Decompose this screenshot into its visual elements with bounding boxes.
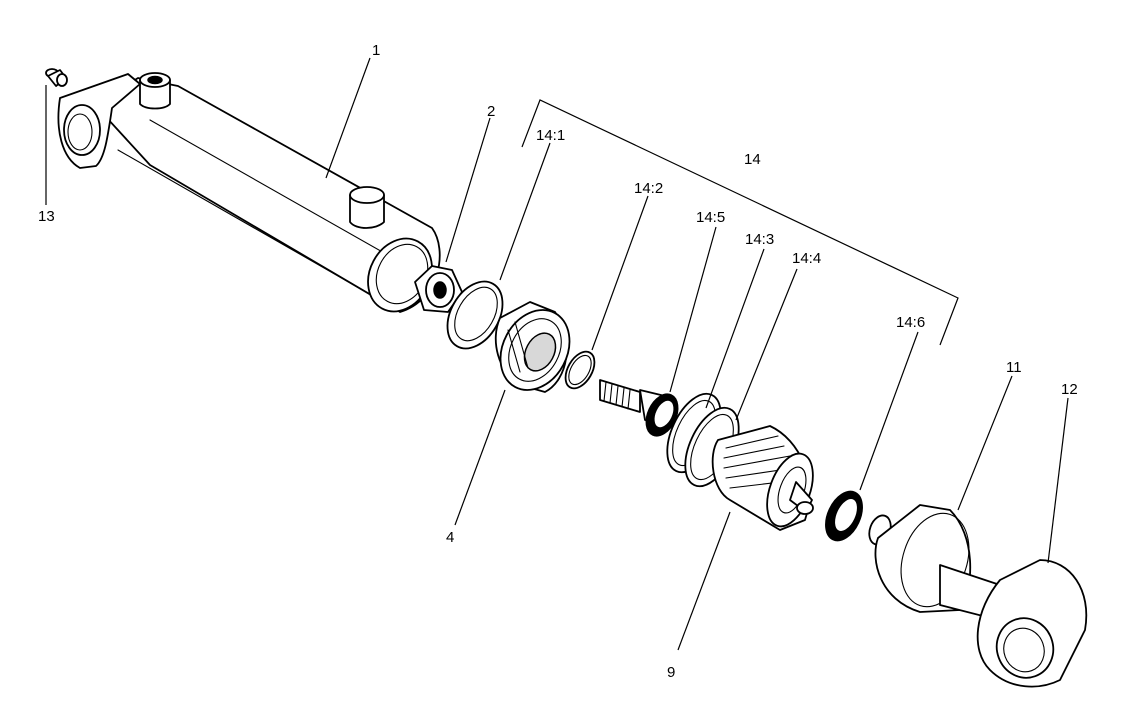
label-part-14-4: 14:4 (792, 250, 821, 267)
label-part-14-5: 14:5 (696, 209, 725, 226)
cylinder-barrel (57, 72, 441, 313)
piston (711, 425, 814, 531)
label-part-1: 1 (372, 42, 380, 59)
label-part-13: 13 (38, 208, 55, 225)
label-part-14-3: 14:3 (745, 231, 774, 248)
label-part-14: 14 (744, 151, 761, 168)
label-part-12: 12 (1061, 381, 1078, 398)
leader-lines (45, 57, 1069, 651)
label-part-14-1: 14:1 (536, 127, 565, 144)
label-part-9: 9 (667, 664, 675, 681)
o-ring-14-2 (564, 350, 596, 390)
seal-14-6 (825, 490, 863, 542)
cylinder-head (494, 301, 571, 393)
label-part-11: 11 (1006, 359, 1022, 376)
label-part-14-2: 14:2 (634, 180, 663, 197)
label-part-2: 2 (487, 103, 495, 120)
seal-ring-14-1 (446, 280, 504, 350)
label-part-4: 4 (446, 529, 454, 546)
label-part-14-6: 14:6 (896, 314, 925, 331)
grease-nipple (45, 68, 68, 87)
seal-kit-bracket (521, 99, 959, 346)
part-labels: 1 2 14:1 14 14:2 14:5 14:3 14:4 14:6 11 … (38, 42, 1078, 681)
rod-eye (976, 559, 1088, 688)
